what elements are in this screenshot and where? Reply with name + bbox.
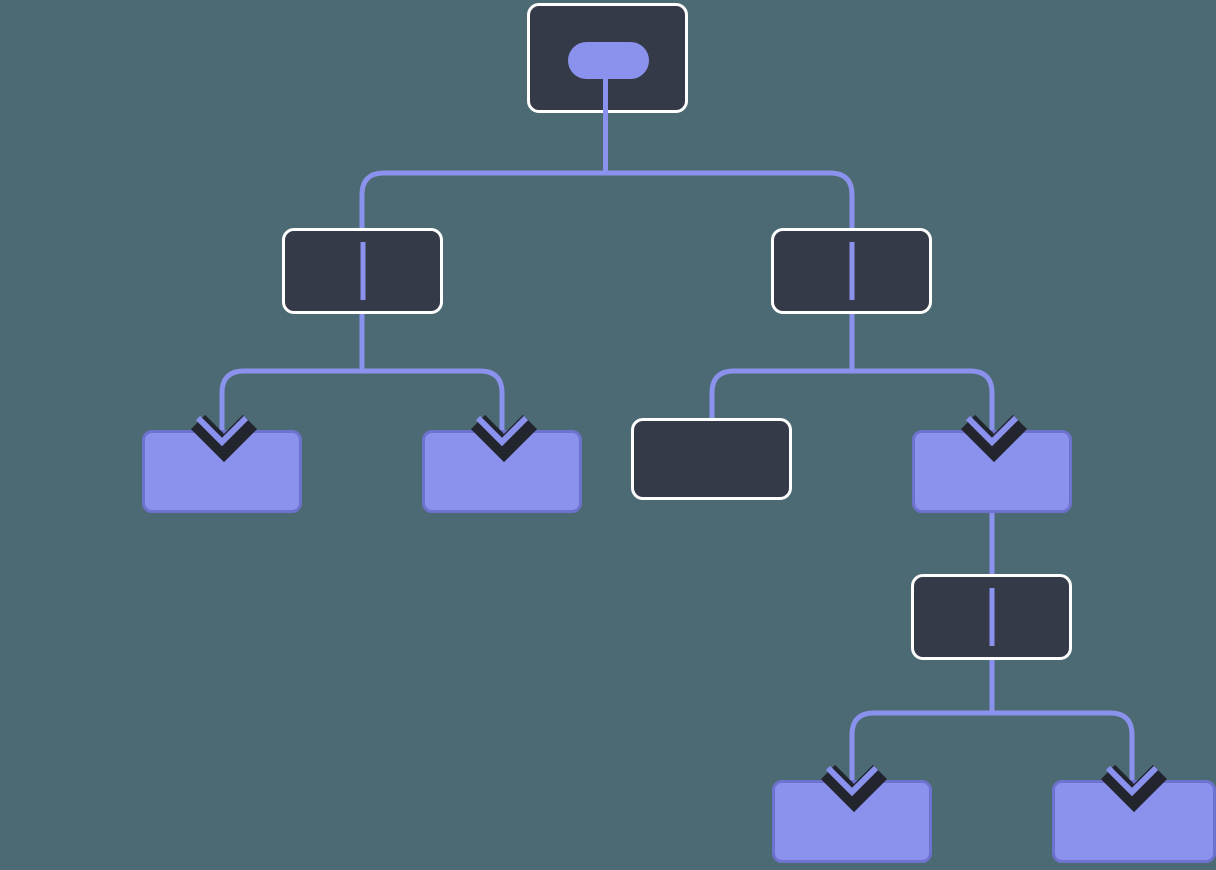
- edge-level1left-to-leaf1: [219, 368, 362, 448]
- root-pill-marker: [568, 42, 649, 79]
- edge-level3-to-leaf4: [849, 710, 992, 798]
- level2-dark-terminal[interactable]: [631, 418, 792, 500]
- level4-leaf-1[interactable]: [772, 780, 932, 863]
- edge-level1right-to-dark: [709, 368, 852, 420]
- edge-level1left-to-leaf2: [362, 368, 505, 448]
- level2-leaf-1[interactable]: [142, 430, 302, 513]
- edge-level3-to-leaf5: [992, 710, 1135, 798]
- level2-leaf-3[interactable]: [912, 430, 1072, 513]
- level4-leaf-2[interactable]: [1052, 780, 1216, 863]
- edge-level1right-to-leaf3: [852, 368, 995, 448]
- level1-node-left[interactable]: [282, 228, 443, 314]
- edge-root-to-level1-right: [605, 170, 855, 330]
- level1-node-right[interactable]: [771, 228, 932, 314]
- level2-leaf-2[interactable]: [422, 430, 582, 513]
- edge-root-to-level1-left: [359, 170, 606, 330]
- level3-node[interactable]: [911, 574, 1072, 660]
